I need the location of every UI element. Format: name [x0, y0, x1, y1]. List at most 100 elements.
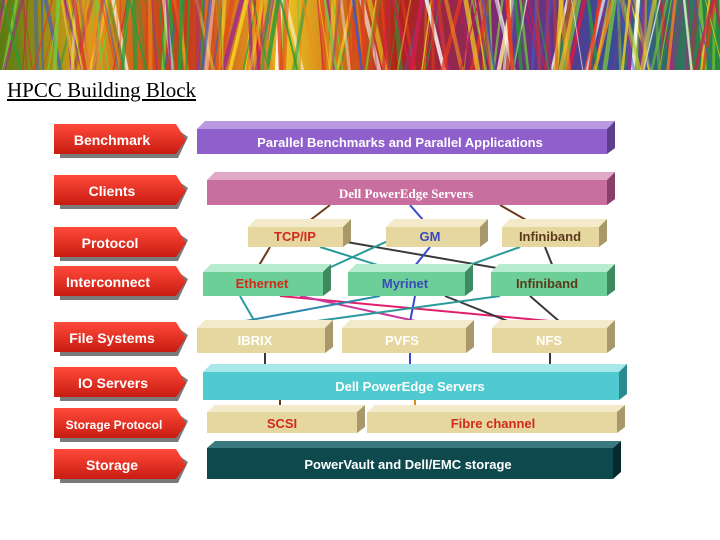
client-servers-box: Dell PowerEdge Servers — [207, 172, 615, 205]
banner-streak — [621, 0, 631, 70]
io-servers-label: Dell PowerEdge Servers — [335, 379, 485, 394]
banner-streak — [459, 0, 480, 70]
myrinet-box: Myrinet — [348, 264, 473, 296]
banner-streak — [318, 0, 331, 70]
line-eth-ibrix — [239, 295, 256, 323]
banner-streak — [10, 0, 22, 70]
line-ib-pvfs — [529, 295, 561, 323]
banner-streak — [571, 0, 584, 70]
layer-label-storage-protocol: Storage Protocol — [54, 408, 188, 442]
line-myr-pvfs — [409, 295, 416, 323]
banner-streak — [642, 0, 661, 70]
banner-streak — [480, 0, 491, 70]
banner-streak — [75, 0, 86, 70]
line-eth-pvfs — [279, 295, 561, 323]
banner-streak — [388, 0, 391, 70]
banner-streak — [71, 0, 88, 70]
layer-label-text: File Systems — [69, 330, 155, 346]
banner-streak — [584, 0, 603, 70]
banner-streak — [534, 0, 542, 70]
banner-streak — [228, 0, 249, 70]
infiniband-protocol-label: Infiniband — [519, 229, 581, 244]
banner-streak — [616, 0, 623, 70]
banner-streak — [100, 0, 118, 70]
banner-streak — [460, 0, 477, 70]
banner-streak — [530, 0, 539, 70]
pvfs-label: PVFS — [385, 333, 419, 348]
tcpip-box: TCP/IP — [248, 219, 351, 247]
line-myr-nfs — [444, 295, 511, 323]
line-tcpip-infiniband — [334, 239, 521, 273]
pvfs-box: PVFS — [342, 320, 474, 353]
banner-streak — [713, 0, 720, 70]
banner-streak — [611, 0, 626, 70]
banner-streak — [700, 0, 717, 70]
banner-streak — [367, 0, 380, 70]
banner-streak — [457, 0, 475, 70]
layer-label-io-servers: IO Servers — [54, 367, 188, 401]
line-eth-nfs — [299, 295, 421, 323]
storage-box: PowerVault and Dell/EMC storage — [207, 441, 621, 479]
banner-streak — [2, 0, 24, 70]
nfs-box: NFS — [492, 320, 615, 353]
layer-label-file-systems: File Systems — [54, 322, 188, 356]
storage-label: PowerVault and Dell/EMC storage — [304, 457, 511, 472]
benchmark-box: Parallel Benchmarks and Parallel Applica… — [197, 121, 615, 154]
banner-streak — [463, 0, 481, 70]
banner-streak — [347, 0, 362, 70]
banner-streak — [281, 0, 290, 70]
banner-streak — [178, 0, 183, 70]
banner-streak — [158, 0, 166, 70]
line-myr-ibrix — [239, 295, 381, 323]
benchmark-label: Parallel Benchmarks and Parallel Applica… — [257, 135, 543, 150]
banner-streak — [83, 0, 91, 70]
banner-streak — [119, 0, 122, 70]
banner-streak — [0, 0, 6, 70]
banner-streak — [279, 0, 299, 70]
banner-streak — [512, 0, 527, 70]
layer-label-benchmark: Benchmark — [54, 124, 188, 158]
ethernet-box: Ethernet — [203, 264, 331, 296]
banner-streak — [444, 0, 464, 70]
banner-streak — [593, 0, 607, 70]
banner-streak — [67, 0, 83, 70]
banner-streak — [103, 0, 120, 70]
banner-streak — [547, 0, 552, 70]
banner-streak — [276, 0, 283, 70]
infiniband-interconnect-box: Infiniband — [491, 264, 615, 296]
banner-streak — [396, 0, 412, 70]
banner-streak — [147, 0, 153, 70]
banner-streak — [22, 0, 33, 70]
banner-streak — [682, 0, 693, 70]
line-ib-ibrix — [309, 295, 501, 323]
banner-streak — [128, 0, 148, 70]
banner-streak — [173, 0, 180, 70]
ethernet-label: Ethernet — [236, 276, 289, 291]
page-title: HPCC Building Block — [7, 78, 197, 102]
banner-streak — [47, 0, 62, 70]
io-servers-box: Dell PowerEdge Servers — [203, 364, 627, 400]
layer-label-text: Benchmark — [74, 132, 150, 148]
layer-label-text: IO Servers — [78, 375, 148, 391]
layer-label-clients: Clients — [54, 175, 188, 209]
banner-streak — [381, 0, 390, 70]
banner-streak — [339, 0, 352, 70]
layer-label-text: Clients — [89, 183, 136, 199]
banner-streak — [424, 0, 447, 70]
banner-streak — [328, 0, 336, 70]
layer-label-protocol: Protocol — [54, 227, 188, 261]
banner-streak — [167, 0, 176, 70]
banner-streak — [558, 0, 577, 70]
gm-label: GM — [420, 229, 441, 244]
layer-labels: Benchmark Clients Protocol Interconnect … — [54, 124, 188, 483]
layer-label-storage: Storage — [54, 449, 188, 483]
banner-streak — [22, 0, 29, 70]
banner-streak — [339, 0, 357, 70]
banner-streak — [330, 0, 342, 70]
banner-streak — [332, 0, 344, 70]
banner-streak — [264, 0, 281, 70]
banner-streak — [436, 0, 449, 70]
banner-streak — [474, 0, 486, 70]
infiniband-interconnect-label: Infiniband — [516, 276, 578, 291]
banner-streak — [431, 0, 435, 70]
